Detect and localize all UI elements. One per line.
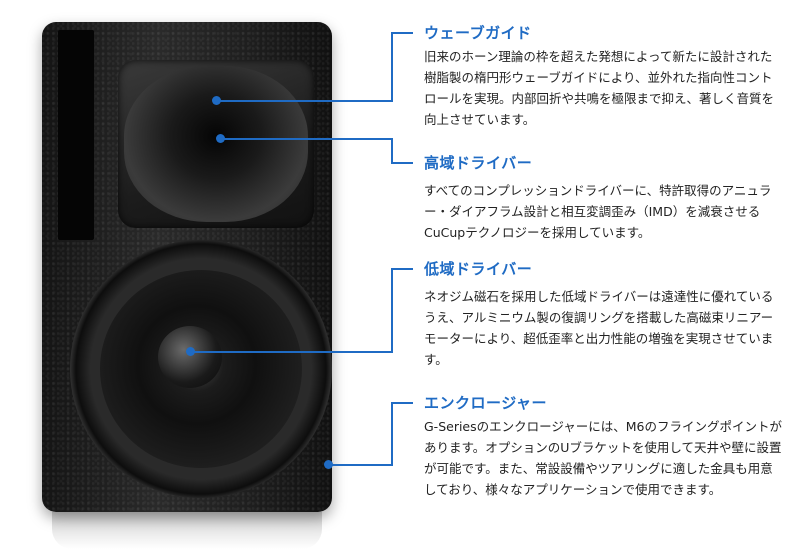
speaker-port-slot — [58, 30, 94, 240]
waveguide-horn — [124, 66, 308, 222]
speaker-reflection — [52, 512, 322, 549]
feature-desc-lf-driver: ネオジム磁石を採用した低域ドライバーは遠達性に優れているうえ、アルミニウム製の復… — [424, 289, 774, 367]
callout-line-enc-top — [391, 402, 413, 404]
feature-title-hf-driver: 高域ドライバー — [424, 154, 533, 172]
callout-line-lf-v — [391, 268, 393, 353]
callout-line-hf-h — [220, 138, 392, 140]
callout-line-lf-top — [391, 268, 413, 270]
callout-line-waveguide-v — [391, 32, 393, 102]
feature-desc-hf-driver: すべてのコンプレッションドライバーに、特許取得のアニュラー・ダイアフラム設計と相… — [424, 183, 772, 240]
callout-line-hf-v — [391, 138, 393, 164]
feature-title-waveguide: ウェーブガイド — [424, 24, 532, 42]
feature-title-enclosure: エンクロージャー — [424, 394, 547, 412]
callout-line-enc-h — [328, 464, 392, 466]
callout-line-lf-h — [190, 351, 392, 353]
callout-line-enc-v — [391, 402, 393, 466]
callout-line-waveguide-h — [216, 100, 392, 102]
callout-line-hf-top — [391, 162, 413, 164]
feature-desc-enclosure: G-Seriesのエンクロージャーには、M6のフライングポイントがあります。オプ… — [424, 419, 783, 497]
callout-line-waveguide-top — [391, 32, 413, 34]
woofer-dust-cap — [158, 326, 222, 388]
feature-title-lf-driver: 低域ドライバー — [424, 260, 533, 278]
feature-desc-waveguide: 旧来のホーン理論の枠を超えた発想によって新たに設計された樹脂製の楕円形ウェーブガ… — [424, 49, 775, 127]
